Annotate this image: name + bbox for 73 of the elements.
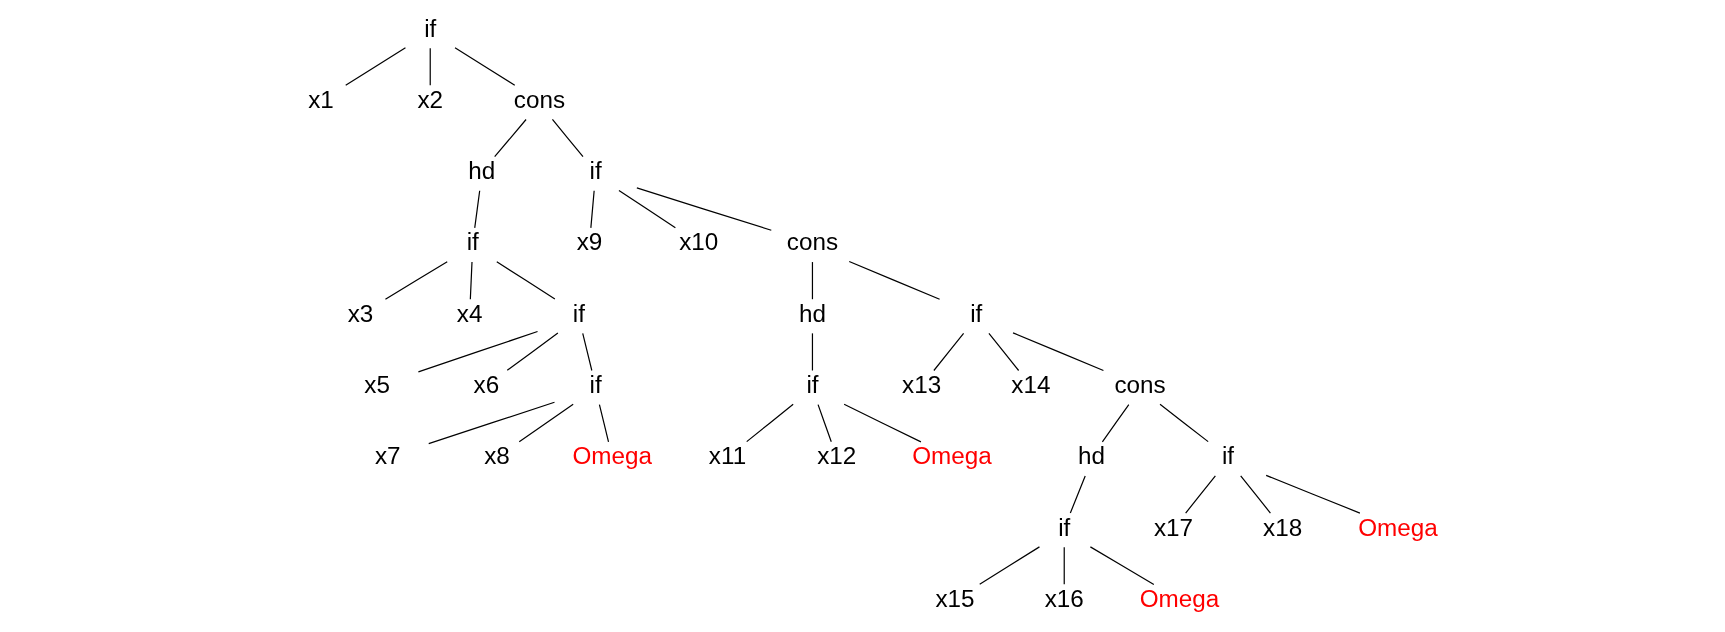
node-text: hd [1078, 442, 1106, 470]
connector [494, 118, 527, 158]
connector [590, 190, 595, 229]
node-text: x8 [484, 442, 510, 470]
node-text: if [1221, 442, 1235, 470]
node-text: cons [786, 228, 839, 256]
node-text: if [589, 371, 602, 399]
connector [817, 404, 832, 443]
connector [428, 401, 556, 445]
connector [1159, 403, 1209, 443]
connector [454, 47, 516, 86]
connector [582, 332, 593, 372]
connector [811, 261, 814, 300]
node-text: x10 [679, 228, 719, 256]
node-text: x4 [456, 299, 483, 327]
node-text: x1 [308, 85, 334, 113]
connector [429, 47, 431, 86]
node-text: if [466, 228, 479, 256]
connector [1089, 546, 1155, 586]
connector [506, 332, 559, 371]
node-text: x2 [417, 85, 444, 113]
node-text: if [424, 14, 437, 42]
connector [811, 332, 814, 372]
node-text: x14 [1011, 371, 1051, 399]
node-text: cons [1114, 371, 1166, 399]
node-text: x18 [1263, 513, 1303, 541]
connector [933, 332, 965, 372]
connector [848, 260, 941, 300]
connector [345, 47, 407, 86]
node-text: if [1058, 513, 1071, 541]
node-text: x3 [347, 299, 374, 327]
node-text: cons [513, 85, 566, 113]
node-text: Omega [572, 442, 652, 470]
node-text: x5 [364, 371, 390, 399]
node-text: x11 [708, 442, 747, 470]
node-text: x12 [817, 442, 857, 470]
node-text: x7 [374, 442, 401, 470]
node-text: hd [468, 157, 496, 185]
connector [474, 190, 481, 229]
node-text: Omega [1358, 513, 1438, 541]
node-text: x9 [576, 228, 603, 256]
node-text: if [806, 371, 819, 399]
connector [1101, 404, 1130, 443]
connector [518, 403, 574, 443]
node-text: hd [798, 299, 826, 327]
connector [1069, 475, 1086, 514]
node-text: x6 [473, 371, 500, 399]
connector [988, 332, 1020, 372]
node-text: x17 [1153, 513, 1193, 541]
connector [384, 261, 448, 300]
connector [746, 403, 794, 443]
connector [1012, 332, 1105, 372]
connector [598, 404, 610, 443]
connector [618, 189, 676, 229]
connector [496, 261, 556, 300]
connector [979, 546, 1041, 585]
connector [1240, 475, 1272, 514]
connector [417, 330, 539, 373]
node-text: Omega [1139, 584, 1220, 612]
node-text: if [589, 157, 602, 185]
connector [551, 118, 584, 158]
connector [843, 403, 922, 443]
connector [1063, 546, 1065, 585]
connector [1185, 475, 1216, 514]
node-text: x15 [935, 584, 975, 612]
connector [636, 187, 772, 231]
node-text: if [970, 299, 983, 327]
node-text: x16 [1044, 584, 1084, 612]
node-text: x13 [902, 371, 942, 399]
node-text: Omega [912, 442, 992, 470]
node-text: if [572, 299, 585, 327]
connector [469, 261, 473, 300]
connector [1265, 474, 1361, 514]
